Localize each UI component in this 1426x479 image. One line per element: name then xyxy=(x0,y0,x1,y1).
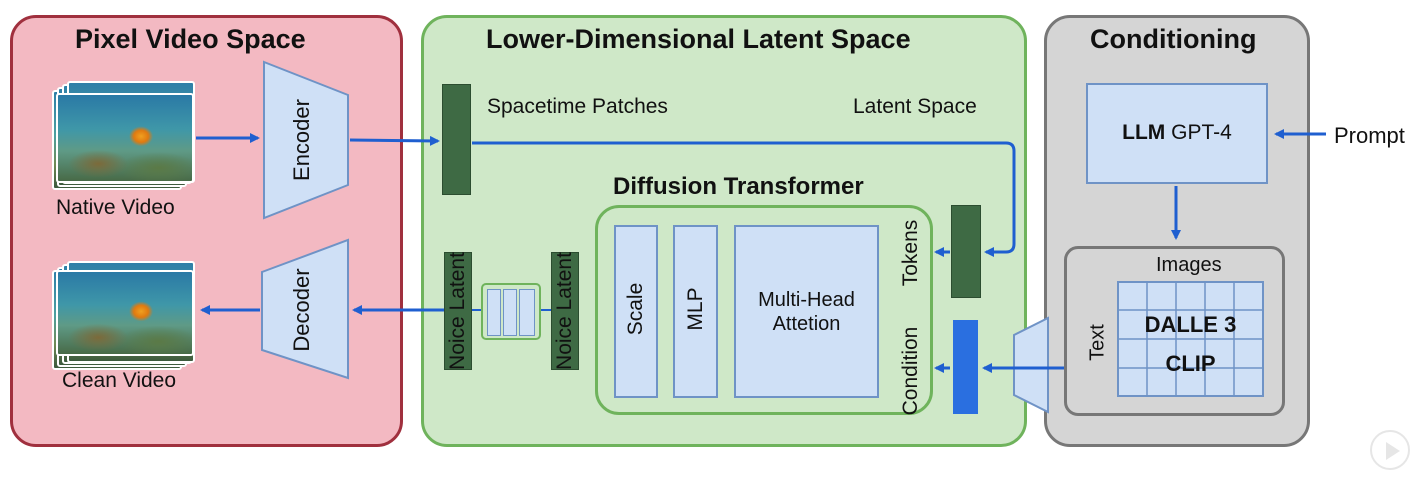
noise-latent-label-right: Noice Latent xyxy=(553,252,576,370)
decoder-label: Decoder xyxy=(289,268,314,352)
multi-head-attention-label: Multi-Head Attetion xyxy=(758,289,855,335)
native-video-label: Native Video xyxy=(56,196,175,219)
diffusion-transformer-block xyxy=(595,205,933,415)
noise-latent-bar-left xyxy=(444,252,472,370)
llm-label: LLM GPT-4 xyxy=(1086,121,1268,145)
conditioning-panel-title: Conditioning xyxy=(1090,24,1257,54)
scale-label: Scale xyxy=(624,282,647,336)
noise-latent-bar-right xyxy=(551,252,579,370)
condition-funnel-shape xyxy=(1013,316,1049,414)
scale-block xyxy=(614,225,658,398)
latent-space-panel xyxy=(421,15,1027,447)
latent-space-label: Latent Space xyxy=(853,95,977,118)
pixel-panel-title: Pixel Video Space xyxy=(75,24,306,54)
multi-head-attention-block xyxy=(734,225,879,398)
diffusion-transformer-title: Diffusion Transformer xyxy=(613,173,864,200)
clean-video-label: Clean Video xyxy=(62,369,177,392)
arrow-encoder-to-patches xyxy=(349,135,440,146)
tokens-bar xyxy=(951,205,981,298)
prompt-label: Prompt xyxy=(1334,123,1405,148)
mlp-label: MLP xyxy=(684,287,707,331)
dalle-label: DALLE 3 xyxy=(1144,312,1237,337)
noise-latent-stack xyxy=(481,283,541,340)
tokens-label: Tokens xyxy=(899,219,922,287)
text-label: Text xyxy=(1086,324,1109,361)
condition-bar xyxy=(953,320,978,414)
arrow-patches-to-tokens xyxy=(472,141,1016,257)
encoder-label: Encoder xyxy=(289,99,314,181)
clip-label: CLIP xyxy=(1165,351,1216,376)
images-text-box xyxy=(1064,246,1285,416)
encoder-shape xyxy=(263,60,349,220)
play-icon[interactable] xyxy=(1370,430,1410,470)
llm-bold-label: LLM xyxy=(1122,121,1166,144)
noise-latent-label-left: Noice Latent xyxy=(446,252,469,370)
llm-model-label: GPT-4 xyxy=(1171,121,1232,144)
condition-label: Condition xyxy=(899,326,922,416)
spacetime-patches-label: Spacetime Patches xyxy=(487,95,668,118)
images-grid xyxy=(1117,281,1264,397)
mlp-block xyxy=(673,225,718,398)
images-label: Images xyxy=(1156,254,1222,276)
llm-box xyxy=(1086,83,1268,184)
spacetime-patch-bar xyxy=(442,84,471,195)
latent-panel-title: Lower-Dimensional Latent Space xyxy=(486,24,911,54)
decoder-shape xyxy=(261,238,349,380)
